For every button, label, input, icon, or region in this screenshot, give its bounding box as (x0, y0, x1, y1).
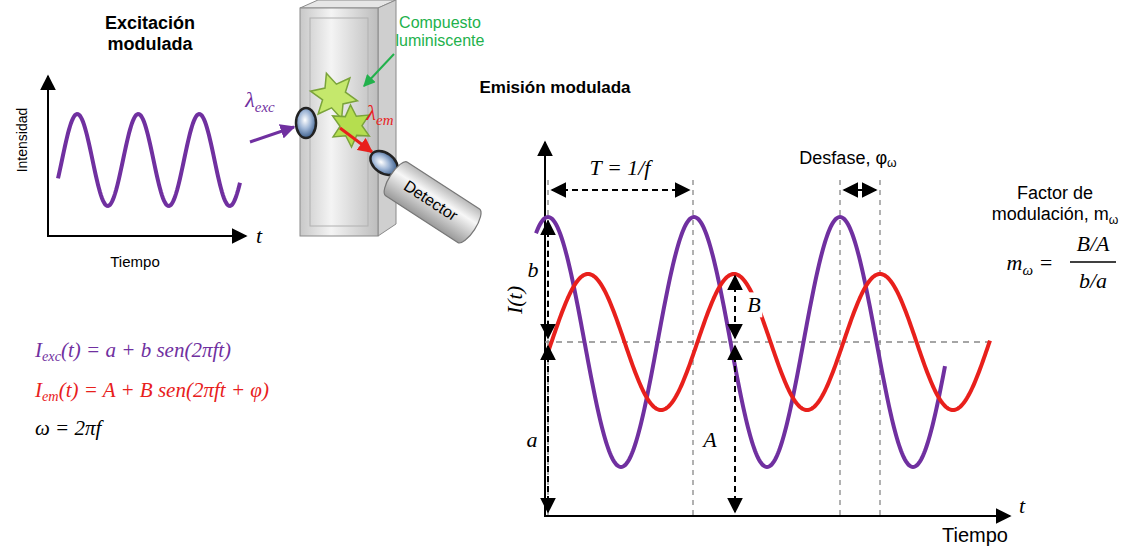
compound-label: Compuesto luminiscente (380, 14, 500, 51)
fraction-bar (1070, 261, 1116, 263)
amplitude-arrow (547, 221, 549, 338)
offset-label: a (525, 427, 540, 452)
panel-heading: Excitación modulada (85, 13, 215, 54)
x-axis (544, 515, 1010, 517)
wavelength-label: λem (367, 100, 394, 125)
axis-symbol: t (256, 223, 262, 248)
cylinder-body (379, 158, 485, 246)
offset-label: A (701, 427, 718, 452)
axis-title: Tiempo (942, 524, 1008, 547)
excitation-beam (250, 127, 294, 142)
axis-symbol: t (1019, 493, 1025, 518)
axis-title: Tiempo (110, 253, 159, 270)
guide-line (547, 180, 548, 516)
offset-arrow (734, 346, 736, 512)
period-arrow (552, 189, 689, 191)
modulation-label: Factor de modulación, mω (975, 183, 1135, 224)
excitation-wave (58, 114, 240, 206)
mean-line (545, 341, 990, 343)
offset-arrow (547, 346, 549, 512)
luminescent-molecule (333, 105, 370, 147)
period-label: T = 1/f (588, 155, 653, 180)
excitation-filter (296, 108, 316, 138)
amplitude-arrow (734, 276, 736, 338)
axis-title: Intensidad (14, 108, 30, 173)
detector-cylinder: Detector (375, 155, 486, 247)
y-axis (544, 142, 546, 516)
y-axis (47, 76, 49, 236)
emission-wave (548, 274, 990, 410)
fraction-numerator: B/A (1077, 231, 1110, 256)
panel-heading: Emisión modulada (479, 78, 630, 98)
fraction-denominator: b/a (1079, 268, 1107, 293)
equation: Iexc(t) = a + b sen(2πft) (35, 338, 231, 362)
wavelength-label: λexc (245, 87, 274, 112)
excitation-wave (536, 217, 945, 467)
axis-title: I(t) (502, 286, 527, 314)
x-axis (47, 235, 246, 237)
equation: Iem(t) = A + B sen(2πft + φ) (35, 378, 269, 402)
equation: ω = 2πf (35, 416, 101, 440)
modulation-formula: mω = (1007, 250, 1054, 275)
emission-beam (340, 128, 372, 152)
amplitude-label: b (526, 257, 541, 282)
amplitude-label: B (745, 292, 762, 317)
phase-label: Desfase, φω (799, 148, 896, 169)
phase-arrow (844, 189, 876, 191)
compound-pointer (364, 54, 394, 86)
